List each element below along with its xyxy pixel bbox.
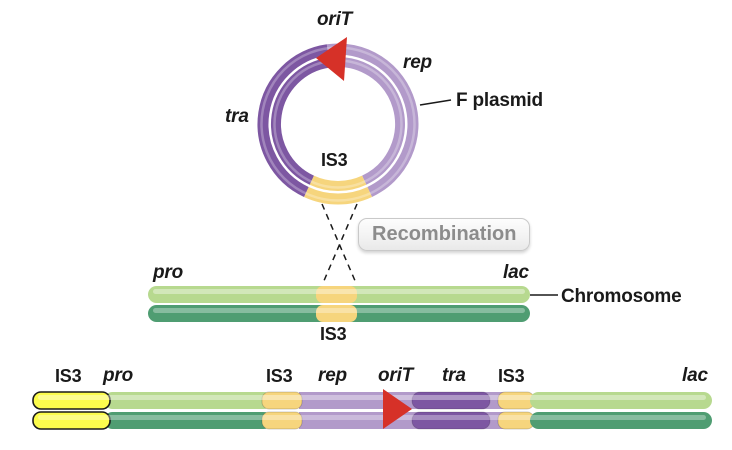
f-plasmid-callout-line — [419, 99, 452, 106]
hfr-top-is3-right-segment — [497, 391, 535, 410]
f-plasmid-ring — [257, 43, 419, 205]
hfr-lac-label: lac — [682, 365, 708, 386]
f-plasmid-callout-label: F plasmid — [456, 90, 543, 111]
crossover-line-left — [321, 203, 357, 284]
chromosome-pro-label: pro — [153, 262, 184, 283]
recombination-crossover-lines — [321, 203, 358, 284]
hfr-bottom-highlight — [38, 415, 706, 420]
hfr-is3-mid-label: IS3 — [266, 366, 293, 386]
hfr-bottom-strand — [32, 411, 712, 430]
plasmid-tra-arc-outer — [257, 44, 329, 197]
hfr-is3-right-label: IS3 — [498, 366, 525, 386]
recombination-badge: Recombination — [358, 218, 531, 251]
plasmid-rep-arc-inner — [328, 57, 405, 185]
plasmid-is3-arc-outer — [303, 186, 373, 205]
chromosome-strands — [148, 286, 558, 322]
hfr-is3-left-label: IS3 — [55, 366, 82, 386]
hfr-top-is3-mid-segment — [261, 391, 303, 410]
chromosome-callout-label: Chromosome — [561, 286, 682, 307]
hfr-top-is3-left-segment — [32, 391, 111, 410]
hfr-bottom-tra-segment — [411, 411, 491, 430]
hfr-bottom-is3-mid-segment — [261, 411, 303, 430]
hfr-strands — [32, 389, 712, 430]
plasmid-rep-arc-outer — [326, 43, 419, 197]
plasmid-rep-label: rep — [403, 52, 432, 73]
plasmid-tra-arc-inner — [271, 57, 331, 185]
hfr-bottom-lac-segment — [530, 412, 712, 429]
hfr-bottom-is3-left-segment — [32, 411, 111, 430]
hfr-top-lac-segment — [530, 392, 712, 409]
hfr-orit-arrow-icon — [383, 389, 412, 429]
plasmid-tra-label: tra — [225, 106, 249, 127]
hfr-orit-label: oriT — [378, 365, 414, 386]
hfr-bottom-is3-right-segment — [497, 411, 535, 430]
plasmid-is3-arc-inner — [309, 175, 367, 191]
plasmid-orit-label: oriT — [317, 9, 353, 30]
hfr-pro-label: pro — [103, 365, 134, 386]
chromosome-lac-label: lac — [503, 262, 529, 283]
crossover-line-right — [322, 203, 358, 284]
hfr-rep-label: rep — [318, 365, 347, 386]
hfr-top-pro-segment — [104, 392, 272, 409]
chromosome-bottom-is3-segment — [316, 305, 357, 322]
chromosome-top-highlight — [153, 289, 525, 294]
plasmid-is3-label: IS3 — [321, 150, 348, 170]
orit-arrow-icon — [316, 37, 347, 81]
hfr-top-highlight — [38, 395, 706, 400]
hfr-top-tra-segment — [411, 391, 491, 410]
hfr-bottom-pro-segment — [104, 412, 272, 429]
hfr-tra-label: tra — [442, 365, 466, 386]
chromosome-bottom-highlight — [153, 308, 525, 313]
hfr-top-strand — [32, 391, 712, 410]
chromosome-top-is3-segment — [316, 286, 357, 303]
chromosome-is3-label: IS3 — [320, 324, 347, 344]
